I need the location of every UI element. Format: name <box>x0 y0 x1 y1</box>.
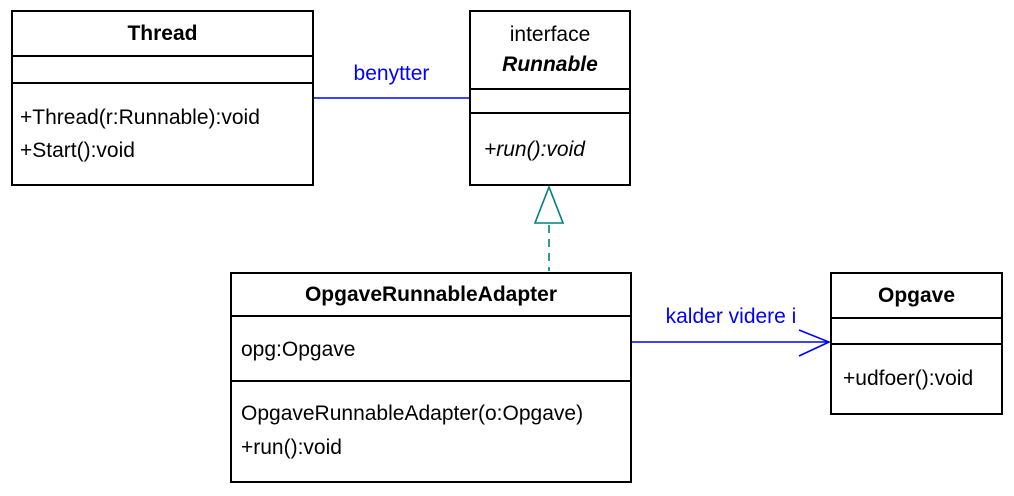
class-name-runnable: Runnable <box>502 53 598 76</box>
class-box-runnable: interface Runnable +run():void <box>469 10 631 186</box>
attribute-label: opg:Opgave <box>241 338 356 361</box>
class-box-opgave: Opgave +udfoer():void <box>830 272 1003 415</box>
class-box-thread: Thread +Thread(r:Runnable):void +Start()… <box>11 10 314 186</box>
title-compartment-runnable: interface Runnable <box>471 12 629 88</box>
method-label: +run():void <box>241 436 342 459</box>
stereotype-label: interface <box>509 23 591 46</box>
realization-triangle-arrowhead-icon <box>533 184 565 224</box>
method-label: +udfoer():void <box>843 367 974 390</box>
methods-compartment-thread: +Thread(r:Runnable):void +Start():void <box>13 82 312 184</box>
class-name-adapter: OpgaveRunnableAdapter <box>304 282 558 306</box>
methods-compartment-opgave: +udfoer():void <box>832 343 1001 413</box>
attributes-compartment-thread <box>13 55 312 82</box>
method-label: +run():void <box>484 138 585 161</box>
methods-compartment-runnable: +run():void <box>471 112 629 184</box>
attributes-compartment-runnable <box>471 88 629 112</box>
method-label: +Thread(r:Runnable):void <box>20 106 260 129</box>
attributes-compartment-adapter: opg:Opgave <box>232 315 630 380</box>
method-label: OpgaveRunnableAdapter(o:Opgave) <box>241 402 584 425</box>
attributes-compartment-opgave <box>832 317 1001 343</box>
kalder-videre-association-label: kalder videre i <box>665 305 797 328</box>
class-box-adapter: OpgaveRunnableAdapter opg:Opgave OpgaveR… <box>230 272 632 483</box>
methods-compartment-adapter: OpgaveRunnableAdapter(o:Opgave) +run():v… <box>232 380 630 481</box>
class-name-thread: Thread <box>127 21 198 45</box>
benytter-association-label: benytter <box>353 62 430 85</box>
class-name-opgave: Opgave <box>877 283 956 307</box>
kalder-open-arrowhead-icon <box>798 329 832 357</box>
method-label: +Start():void <box>20 139 135 162</box>
